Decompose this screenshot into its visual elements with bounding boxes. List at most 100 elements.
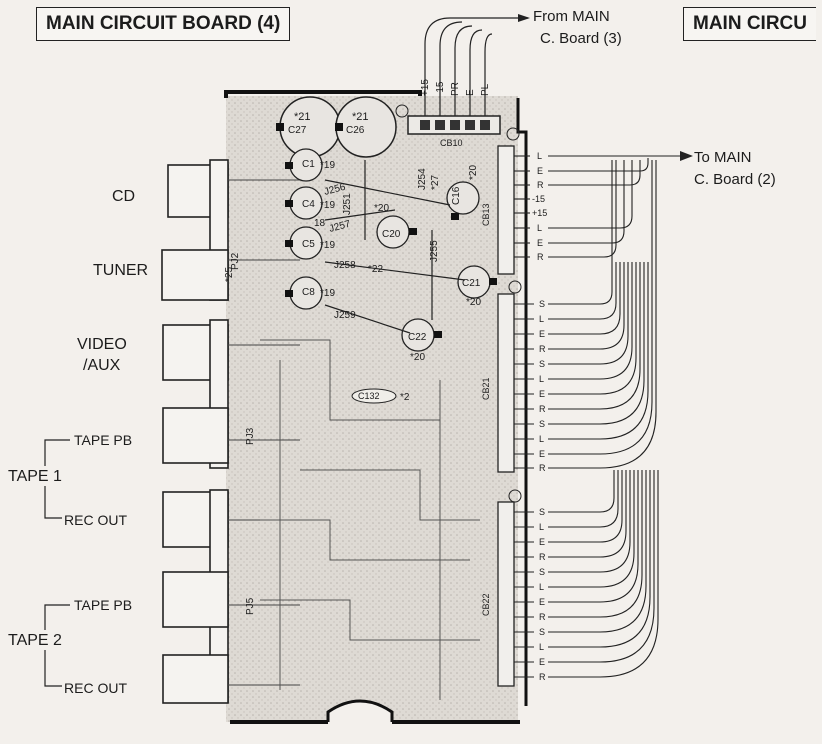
from-main-sub-label: C. Board (3)	[540, 30, 622, 47]
cb22-pin: R	[539, 552, 546, 562]
board-edge-top	[224, 90, 422, 98]
connector-cb21	[497, 293, 515, 473]
cap-polarity-marks	[285, 162, 497, 338]
cb22-pin: E	[539, 657, 545, 667]
c132-star: *2	[400, 392, 410, 403]
cb22-pin: S	[539, 627, 545, 637]
j258-label: J258	[334, 260, 356, 271]
c1-star: *19	[320, 160, 335, 171]
c21-label: C21	[462, 278, 481, 289]
cb21-pin: L	[539, 374, 544, 384]
j254-label: J254	[417, 168, 428, 190]
cb22-pin: L	[539, 522, 544, 532]
c27-label: C27	[288, 125, 307, 136]
c26-label: C26	[346, 125, 365, 136]
connector-marker-15	[508, 489, 522, 503]
pin-label: -15	[435, 81, 446, 96]
board-title: MAIN CIRCUIT BOARD (4)	[36, 7, 291, 41]
cb21-pin: S	[539, 419, 545, 429]
from-main-arrow	[518, 14, 530, 22]
cb22-pin: L	[539, 642, 544, 652]
cb22-label: CB22	[481, 593, 491, 616]
jack-blocks	[161, 159, 229, 704]
connector-cb13	[497, 145, 515, 275]
j259-label: J259	[334, 310, 356, 321]
cb22-wires	[514, 511, 600, 678]
to-main-sub-label: C. Board (2)	[694, 171, 776, 188]
cb13-pin: -15	[532, 194, 545, 204]
pin-label: +15	[420, 79, 431, 96]
c132-label: C132	[358, 391, 380, 401]
cb21-pin: L	[539, 434, 544, 444]
cb13-pin: R	[537, 252, 544, 262]
c22-label: C22	[408, 332, 427, 343]
pj2-label: PJ2	[230, 252, 241, 270]
tape1-label: TAPE 1	[8, 468, 62, 485]
cb21-pin: L	[539, 314, 544, 324]
cd-label: CD	[112, 188, 136, 205]
c21-star: *20	[466, 297, 481, 308]
top-pin-labels: +15 -15 PR E PL	[420, 79, 491, 96]
cb21-pin: E	[539, 449, 545, 459]
cb21-wires	[514, 303, 600, 469]
board-title-adjacent: MAIN CIRCU	[683, 7, 816, 41]
tape1-rec-label: REC OUT	[64, 512, 127, 528]
cb13-pin: E	[537, 238, 543, 248]
pin-label: PR	[450, 82, 461, 96]
tape2-pb-label: TAPE PB	[74, 597, 133, 613]
c4-label: C4	[302, 199, 315, 210]
c5-star: *19	[320, 240, 335, 251]
connector-cb22	[497, 501, 515, 687]
cb21-pin: S	[539, 299, 545, 309]
jumper-wires	[324, 160, 466, 334]
c22-star: *20	[410, 352, 425, 363]
cb21-pin: E	[539, 389, 545, 399]
eighteen-label: 18	[314, 218, 326, 229]
tape2-rec-label: REC OUT	[64, 680, 127, 696]
connector-marker-7	[395, 104, 409, 118]
cable-bundle	[599, 160, 659, 678]
j251-label: J251	[342, 193, 353, 215]
cb21-pin: E	[539, 329, 545, 339]
connector-marker-14	[508, 280, 522, 294]
c27-star: *21	[294, 111, 311, 123]
c16-label: C16	[451, 186, 462, 205]
c4-star: *19	[320, 200, 335, 211]
cb13-pin: L	[537, 223, 542, 233]
cb22-pin: S	[539, 507, 545, 517]
c26-star: *21	[352, 111, 369, 123]
cb22-pin: E	[539, 597, 545, 607]
cb13-pin: E	[537, 166, 543, 176]
cb13-pin: L	[537, 151, 542, 161]
small-capacitors	[289, 148, 491, 352]
aux-label: /AUX	[83, 357, 121, 374]
pin-label: E	[465, 89, 476, 96]
cb22-pin: R	[539, 612, 546, 622]
to-main-label: To MAIN	[694, 149, 752, 166]
star22-label: *22	[368, 264, 383, 275]
tuner-label: TUNER	[93, 262, 149, 279]
cb22-pin: R	[539, 672, 546, 682]
c20-star: *20	[374, 203, 389, 214]
j255-label: J255	[429, 240, 440, 262]
pin-label: PL	[480, 83, 491, 96]
cb22-pin: S	[539, 567, 545, 577]
c20-label: C20	[382, 229, 401, 240]
connector-marker-12	[506, 127, 520, 141]
tape2-label: TAPE 2	[8, 632, 62, 649]
cb10-pins	[420, 120, 490, 130]
star27-label: *27	[430, 175, 441, 190]
cb21-pin: R	[539, 463, 546, 473]
cb13-pin: R	[537, 180, 544, 190]
cb21-label: CB21	[481, 377, 491, 400]
pj2-star: *25	[224, 267, 235, 282]
cb10-label: CB10	[440, 138, 463, 148]
from-main-wires	[424, 17, 528, 120]
board-notch	[326, 699, 394, 722]
tape-brackets	[44, 439, 70, 687]
c8-star: *19	[320, 288, 335, 299]
c132-component	[351, 388, 397, 404]
video-label: VIDEO	[77, 336, 127, 353]
cb21-pin: R	[539, 344, 546, 354]
